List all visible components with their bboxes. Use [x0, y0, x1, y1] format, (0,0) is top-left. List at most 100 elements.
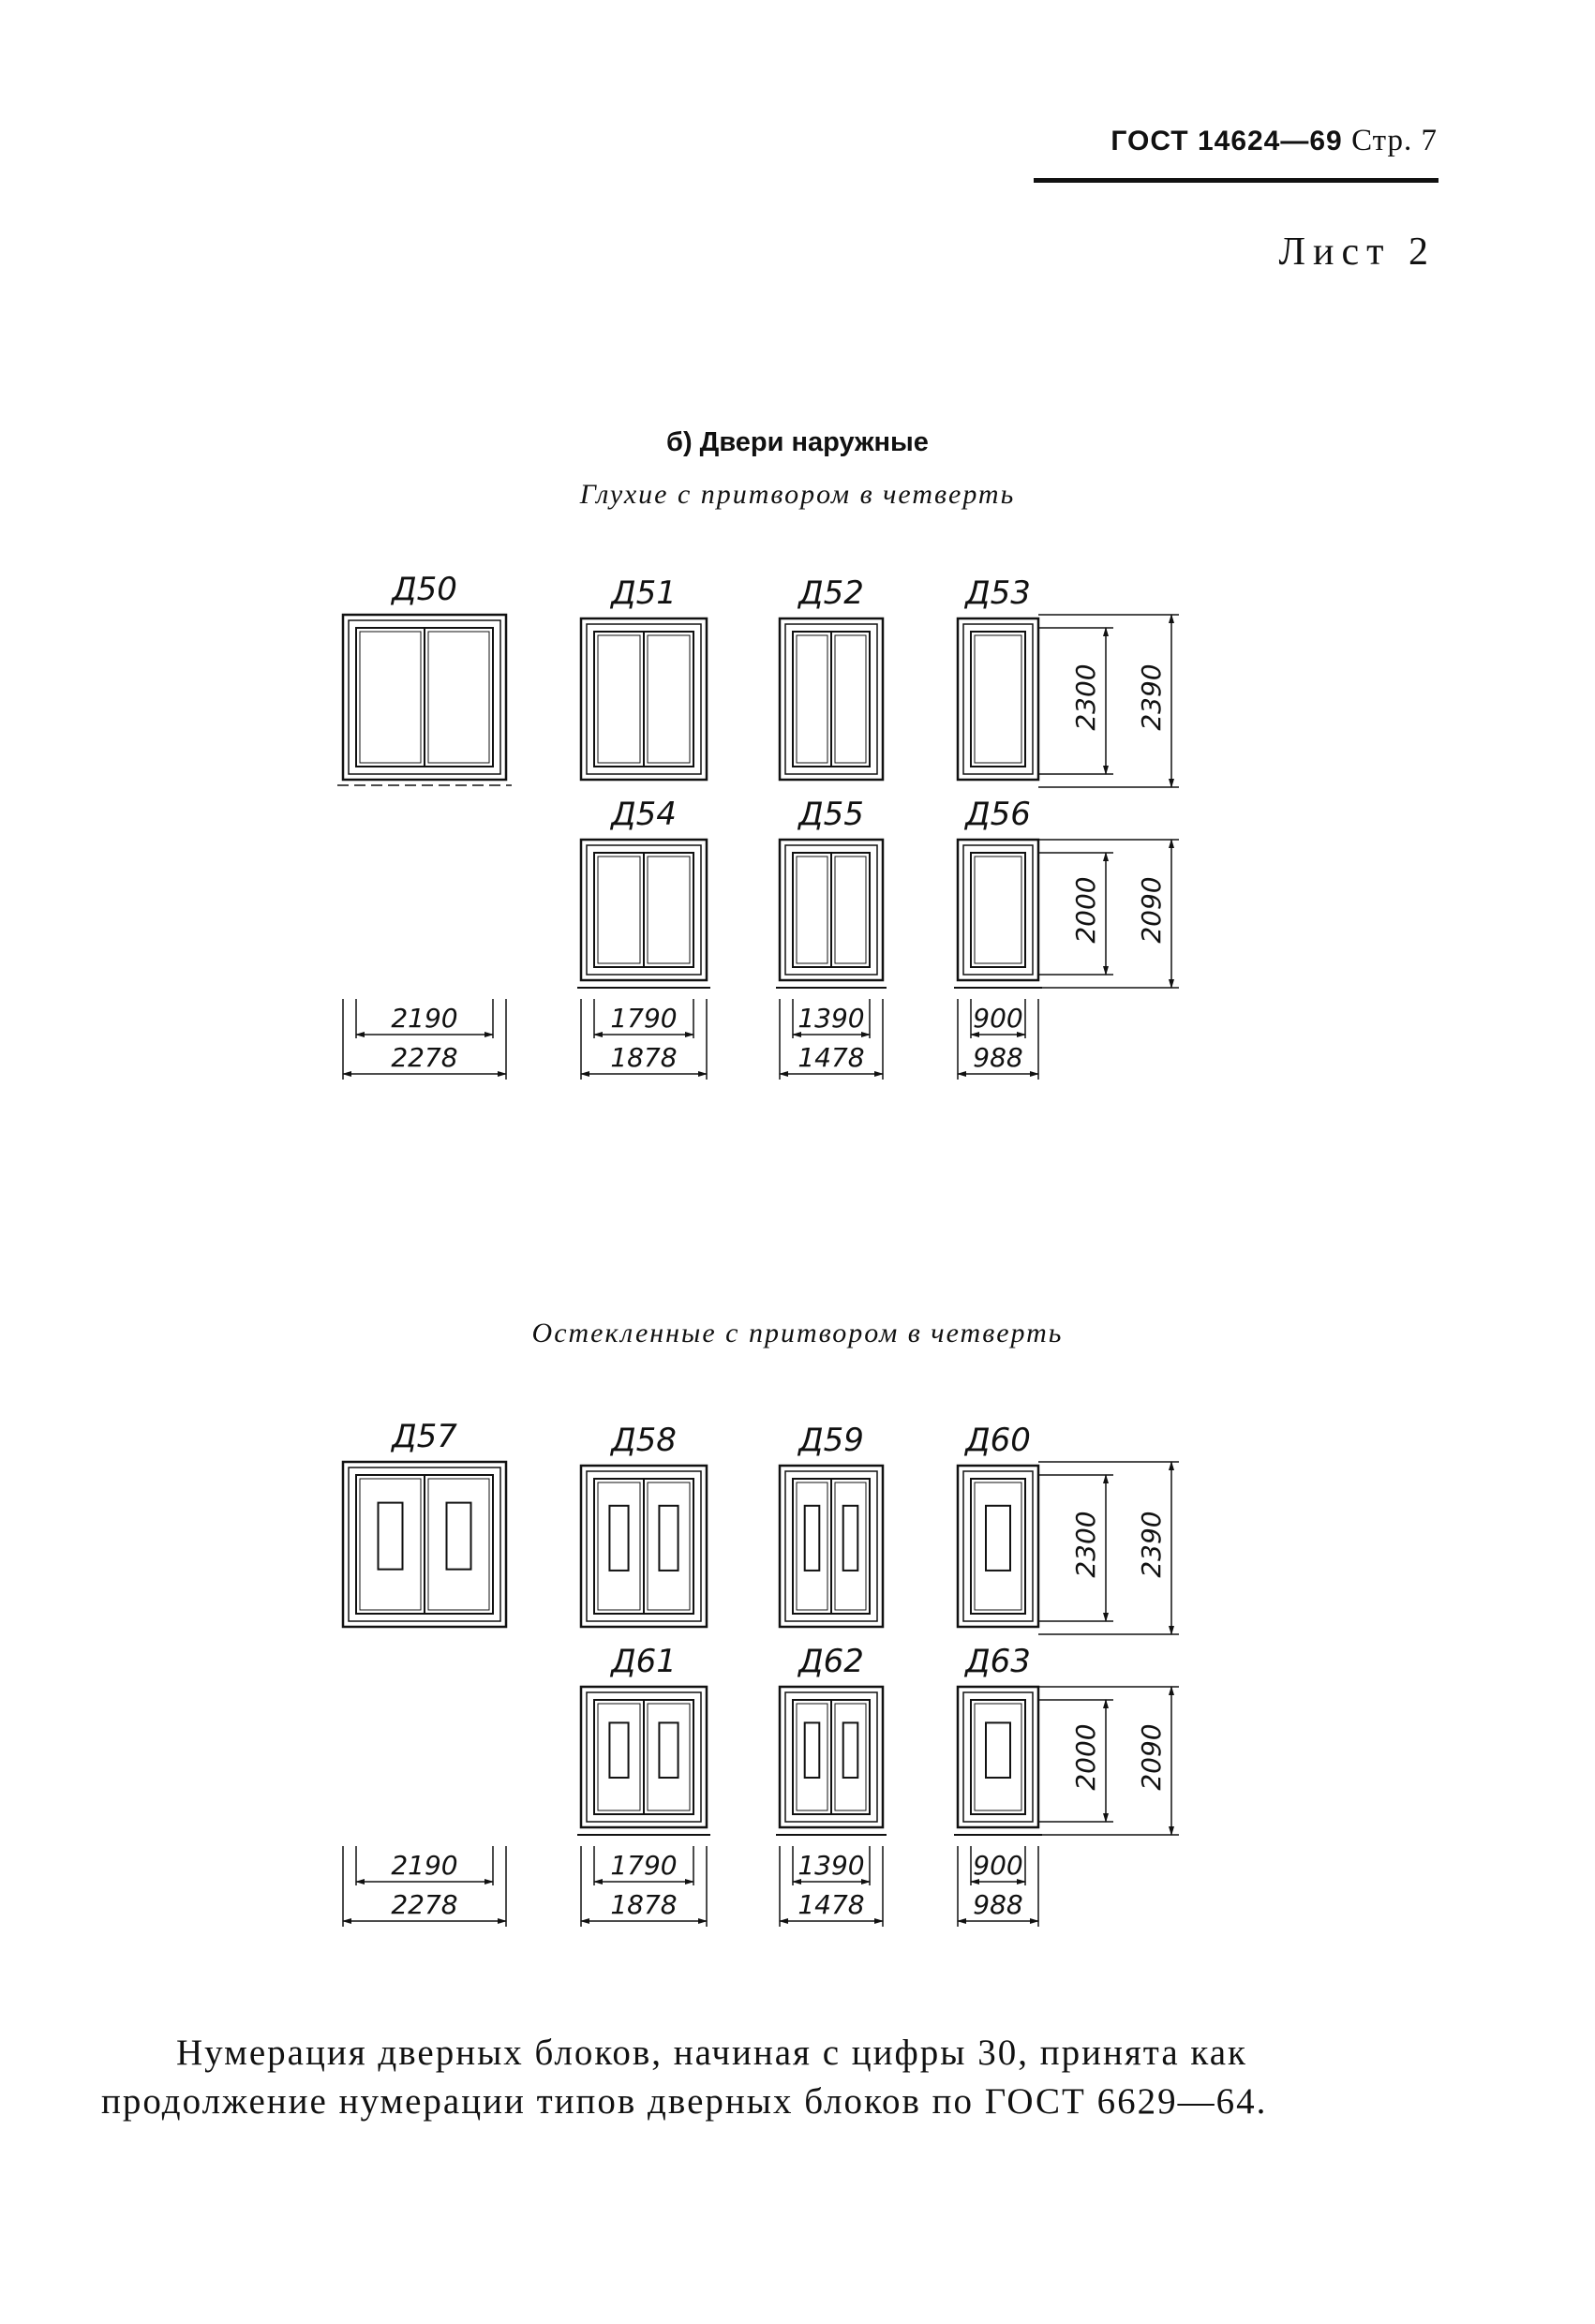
door-elevation: [956, 1464, 1040, 1629]
door-leaf: [970, 1478, 1026, 1615]
door-leaf-inner: [834, 856, 867, 964]
door-leaf: [830, 852, 871, 968]
door-leaf-inner: [647, 1703, 691, 1811]
width-outer-label: 2278: [391, 1889, 457, 1920]
glazing-panel: [445, 1501, 472, 1571]
door-leaf-inner: [796, 1703, 828, 1811]
door-leaf-inner: [359, 1478, 422, 1611]
door-frame-inner: [784, 1470, 878, 1622]
door-leaf: [593, 852, 645, 968]
width-outer-label: 988: [973, 1042, 1022, 1073]
door-leaf: [792, 631, 832, 767]
width-outer-label: 1878: [610, 1889, 677, 1920]
door-elevation: [778, 617, 885, 782]
door-frame-inner: [962, 1470, 1034, 1622]
door-mark-label: Д63: [963, 1643, 1031, 1680]
width-inner-label: 900: [973, 1850, 1022, 1881]
door-frame-outer: [956, 838, 1040, 982]
width-dimension: 2190 2278: [342, 1846, 507, 1927]
door-elevation: [956, 1685, 1040, 1829]
glazing-panel: [658, 1504, 679, 1572]
door-frame-inner: [962, 1691, 1034, 1823]
width-inner-label: 2190: [391, 1850, 457, 1881]
door-leaf-inner: [796, 856, 828, 964]
door-mark-label: Д62: [797, 1643, 864, 1680]
door-leaf: [970, 852, 1026, 968]
door-leaf: [792, 1699, 832, 1815]
door-mark-label: Д53: [963, 574, 1031, 612]
glazing-panel: [985, 1504, 1011, 1572]
door-frame-outer: [956, 617, 1040, 782]
door-mark-label: Д55: [797, 796, 864, 833]
door-frame-inner: [962, 623, 1034, 775]
door-mark-label: Д61: [609, 1643, 677, 1680]
door-frame-inner: [784, 1691, 878, 1823]
width-outer-label: 1478: [798, 1042, 864, 1073]
height-dimension-top: 2300 2390: [1038, 1461, 1179, 1635]
height-outer-label: 2390: [1136, 663, 1167, 730]
page-number: Стр. 7: [1351, 124, 1438, 157]
glazing-panel: [803, 1721, 821, 1779]
door-leaf: [830, 1478, 871, 1615]
door-mark-label: Д51: [609, 574, 677, 612]
door-leaf-inner: [834, 1703, 867, 1811]
door-leaf-inner: [597, 634, 641, 764]
width-dimension: 1390 1478: [779, 1846, 884, 1927]
door-leaf: [593, 1699, 645, 1815]
width-dimension: 1390 1478: [779, 999, 884, 1080]
glazing-panel: [842, 1721, 859, 1779]
height-outer-label: 2390: [1136, 1511, 1167, 1577]
width-inner-label: 1390: [798, 1850, 864, 1881]
door-frame-inner: [586, 844, 702, 976]
door-elevation: [778, 1685, 885, 1829]
door-leaf: [792, 1478, 832, 1615]
height-inner-label: 2000: [1070, 876, 1101, 943]
height-inner-label: 2300: [1070, 1511, 1101, 1577]
numbering-note: Нумерация дверных блоков, начиная с цифр…: [101, 2029, 1432, 2126]
door-leaf-inner: [647, 634, 691, 764]
height-inner-label: 2300: [1070, 663, 1101, 730]
glazing-panel: [803, 1504, 821, 1572]
door-frame-inner: [348, 1467, 501, 1622]
door-leaf: [830, 631, 871, 767]
door-frame-inner: [586, 1470, 702, 1622]
glazing-panel: [377, 1501, 404, 1571]
door-leaf-inner: [359, 631, 422, 764]
door-leaf: [792, 852, 832, 968]
door-frame-inner: [586, 623, 702, 775]
door-leaf: [643, 1478, 694, 1615]
door-mark-label: Д60: [963, 1422, 1031, 1459]
width-inner-label: 1790: [610, 1003, 677, 1034]
door-leaf-inner: [597, 1703, 641, 1811]
door-frame-inner: [784, 623, 878, 775]
width-inner-label: 1390: [798, 1003, 864, 1034]
section-title: б) Двери наружные: [666, 427, 929, 457]
width-outer-label: 2278: [391, 1042, 457, 1073]
door-elevation: [956, 617, 1040, 782]
door-mark-label: Д50: [390, 571, 457, 608]
door-elevation: [956, 838, 1040, 982]
door-leaf-inner: [647, 856, 691, 964]
door-frame-outer: [778, 617, 885, 782]
door-leaf-inner: [647, 1482, 691, 1611]
width-outer-label: 1478: [798, 1889, 864, 1920]
door-frame-outer: [778, 1685, 885, 1829]
glazing-panel: [608, 1504, 630, 1572]
door-leaf: [970, 631, 1026, 767]
door-elevation: [778, 838, 885, 982]
door-elevation: [579, 1685, 708, 1829]
door-leaf: [424, 627, 494, 767]
height-outer-label: 2090: [1136, 1723, 1167, 1790]
door-leaf: [643, 631, 694, 767]
door-frame-outer: [956, 1464, 1040, 1629]
door-leaf-inner: [834, 634, 867, 764]
glazed-doors-subheading: Остекленные с притвором в четверть: [531, 1318, 1064, 1348]
blind-doors-subheading: Глухие с притвором в четверть: [579, 479, 1016, 510]
door-frame-outer: [341, 613, 508, 782]
